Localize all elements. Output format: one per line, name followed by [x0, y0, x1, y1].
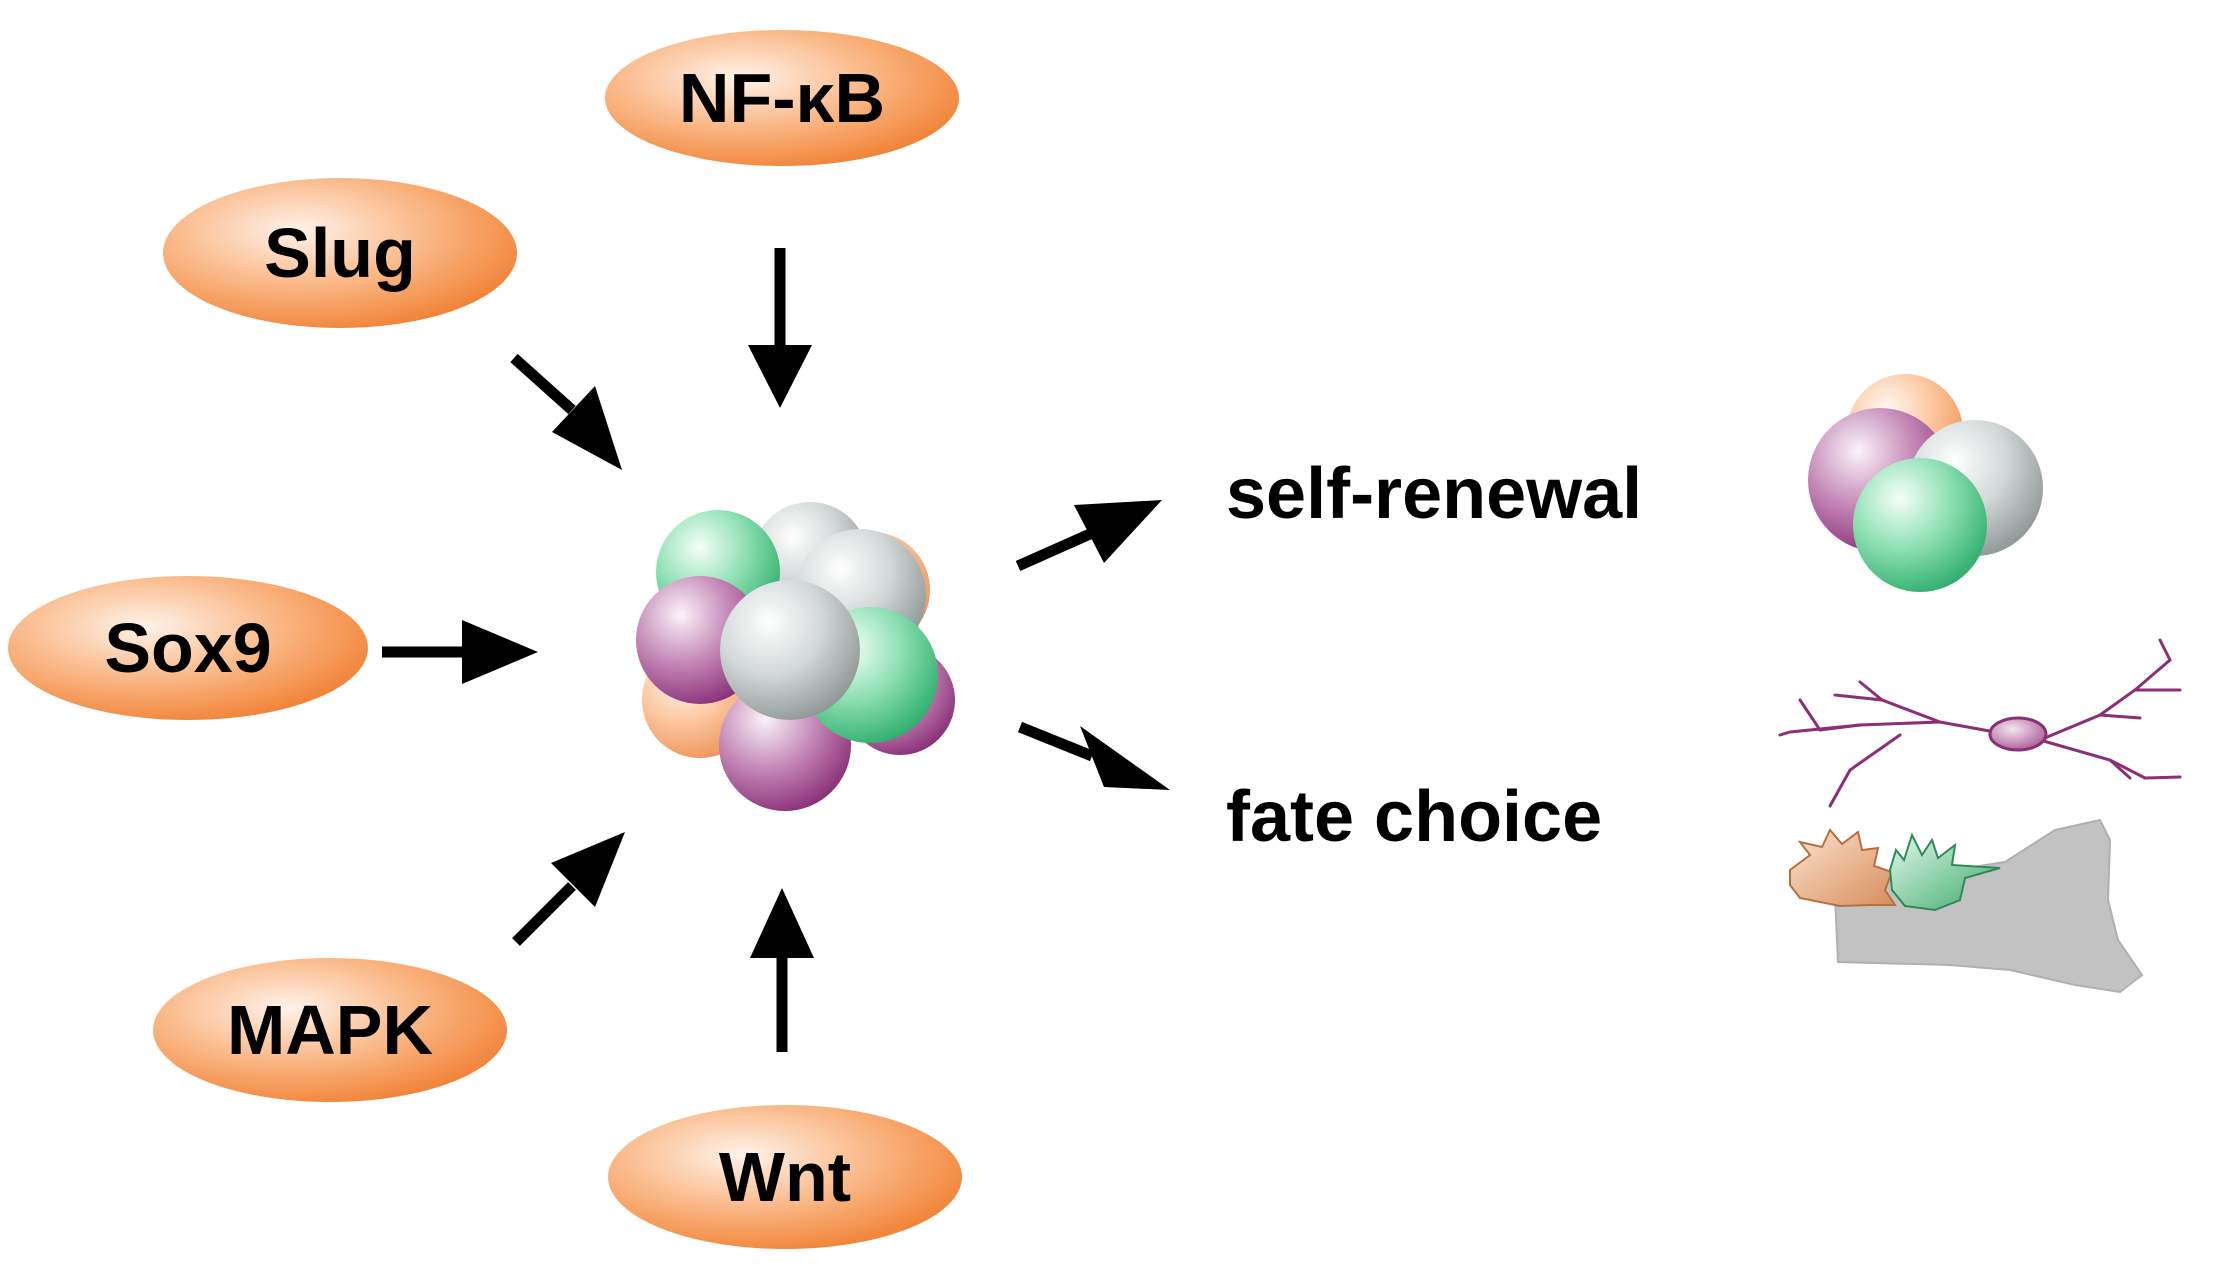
self-renewal-cells	[1808, 374, 2043, 592]
oval-sox9: Sox9	[8, 576, 368, 720]
oval-slug: Slug	[163, 178, 517, 328]
oval-wnt: Wnt	[608, 1105, 962, 1249]
arrow-fate-choice	[1017, 721, 1170, 790]
oval-nfkb: NF-κB	[605, 30, 959, 166]
arrow-sox9	[382, 620, 538, 684]
label-wnt: Wnt	[719, 1138, 851, 1216]
glia-cells-icon	[1789, 818, 2144, 994]
label-sox9: Sox9	[104, 609, 271, 687]
arrow-self-renewal	[1015, 500, 1162, 572]
label-mapk: MAPK	[227, 991, 433, 1069]
arrow-wnt	[750, 888, 814, 1052]
stem-cell-cluster	[636, 502, 955, 811]
oval-mapk: MAPK	[153, 958, 507, 1102]
arrow-nfkb	[748, 248, 812, 408]
label-nfkb: NF-κB	[679, 59, 885, 137]
label-self-renewal: self-renewal	[1226, 454, 1642, 534]
label-fate-choice: fate choice	[1226, 777, 1602, 857]
arrow-slug	[510, 353, 622, 470]
arrow-mapk	[512, 832, 625, 946]
neuron-icon	[1778, 638, 2182, 808]
label-slug: Slug	[264, 214, 416, 292]
